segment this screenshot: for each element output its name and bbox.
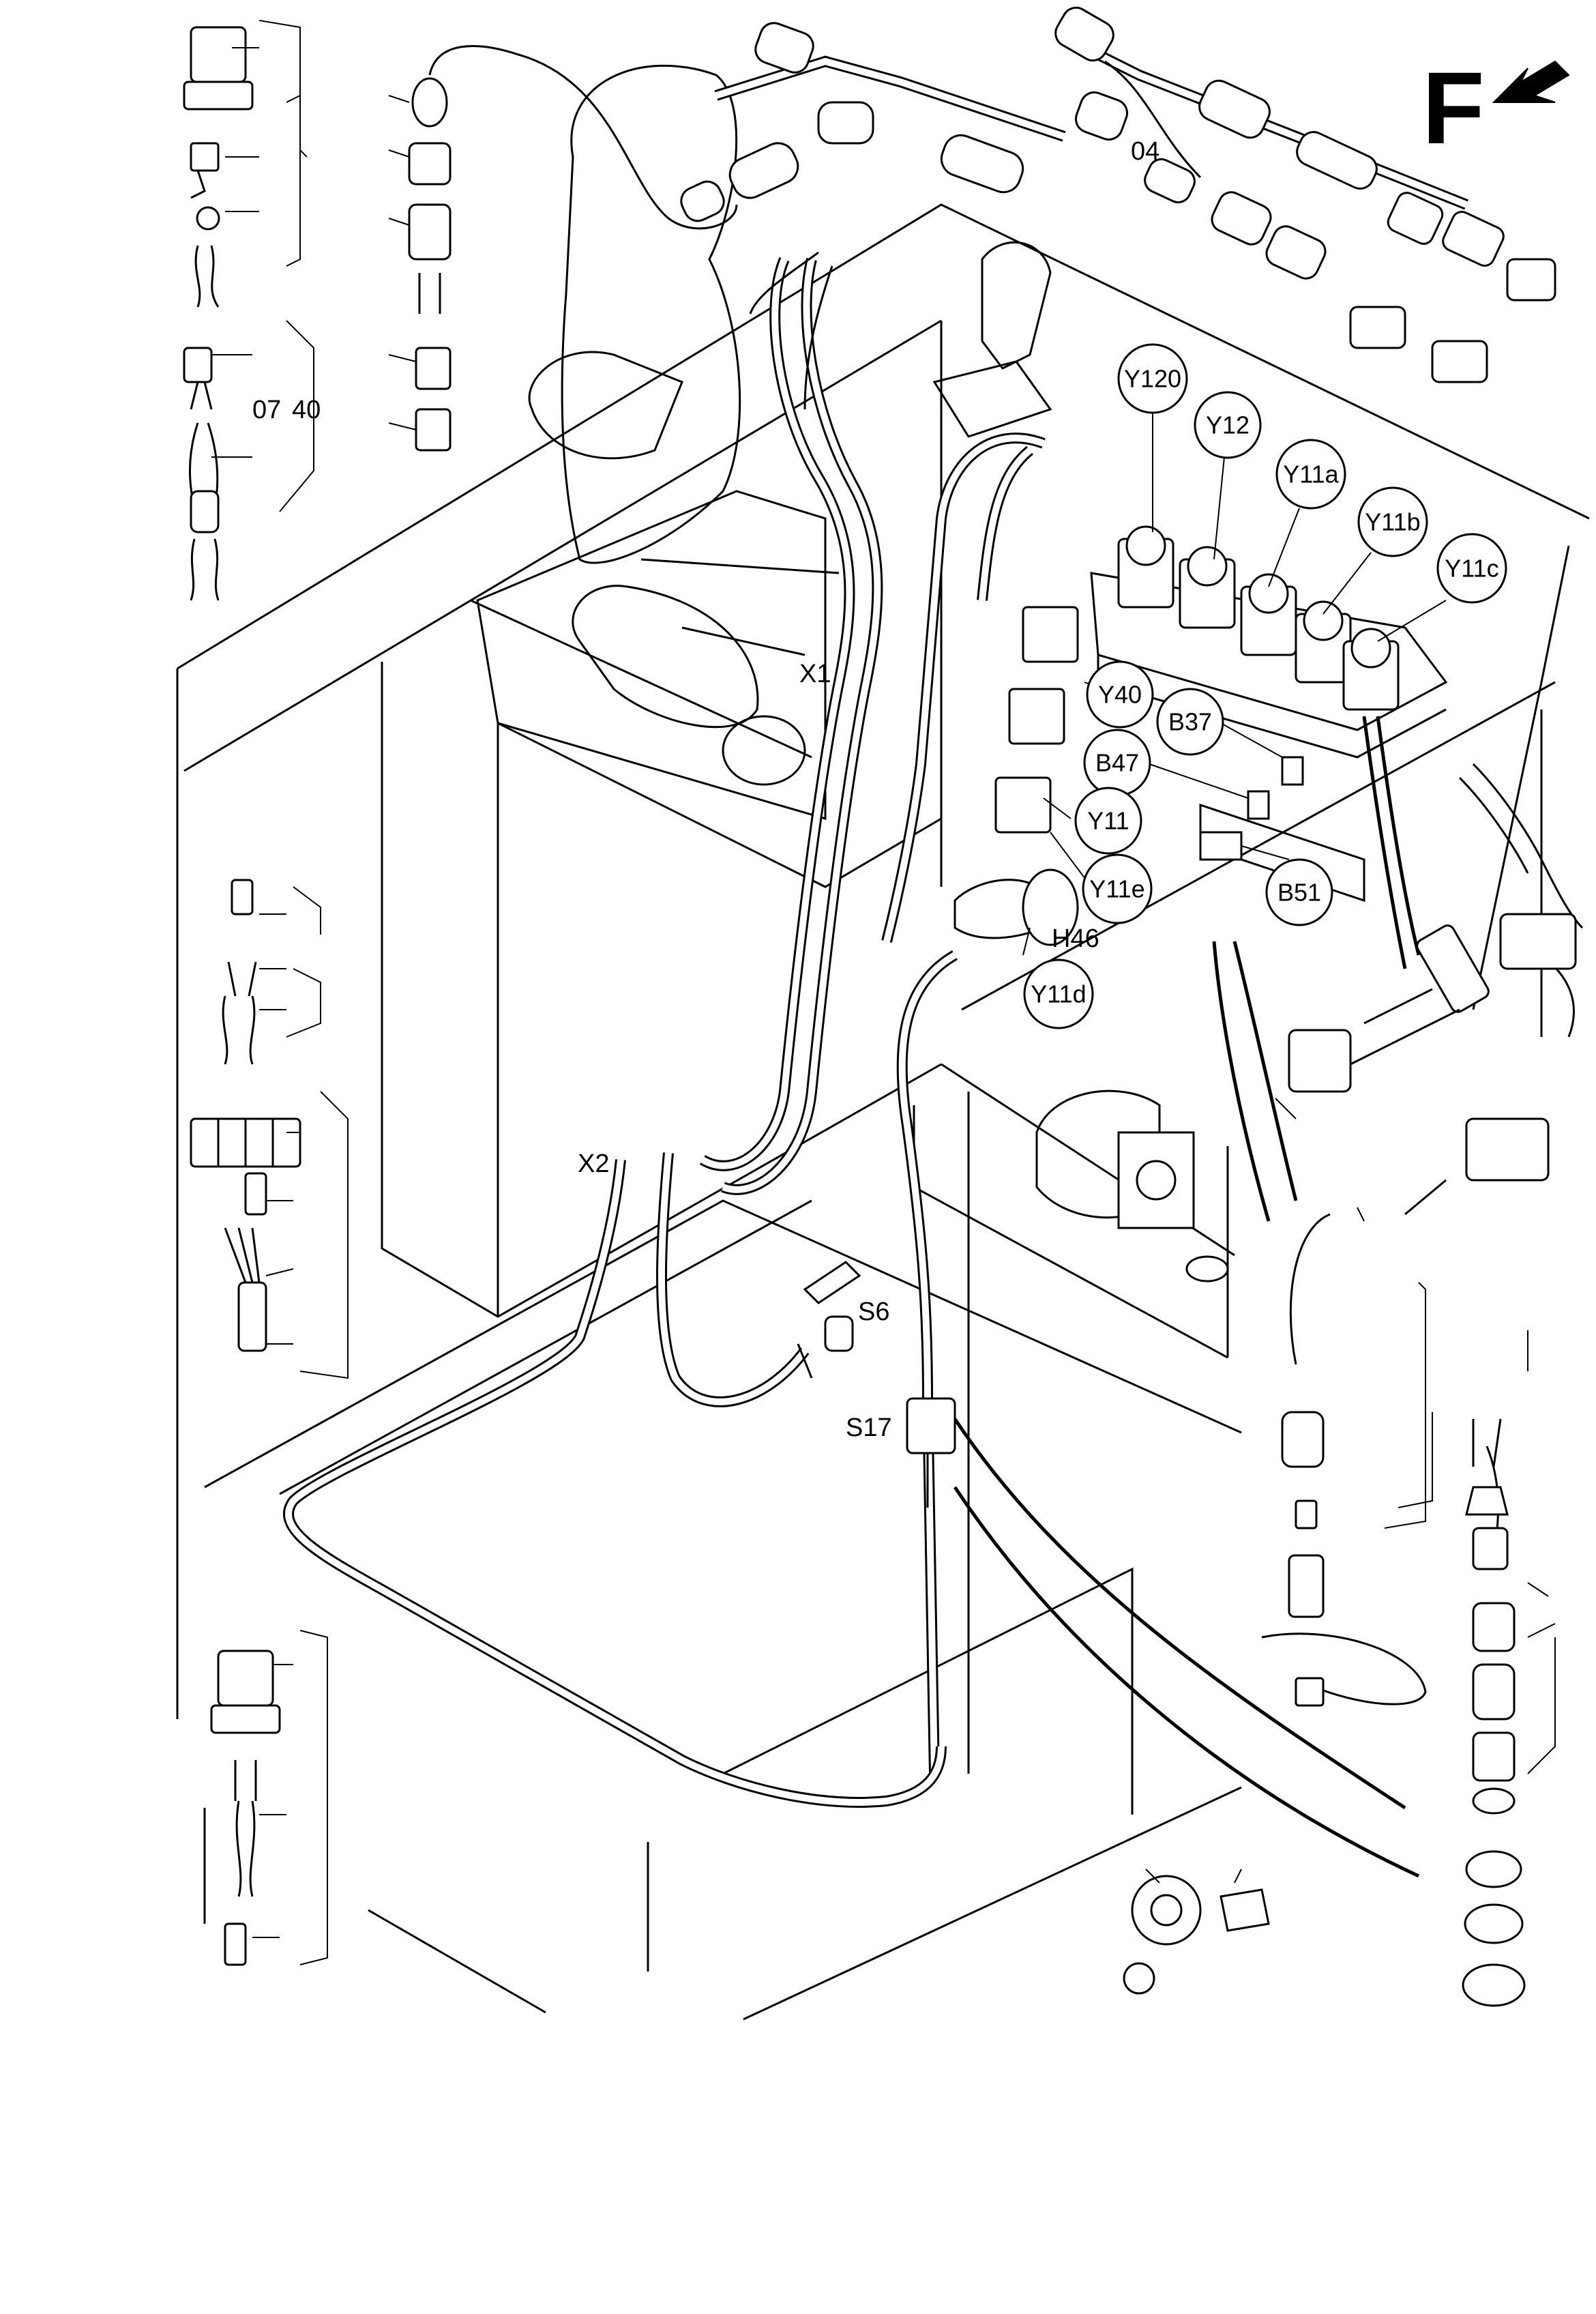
label-h46: H46: [1052, 924, 1099, 953]
solenoid-y11a: [1240, 573, 1297, 656]
label-y120: Y120: [1124, 365, 1181, 393]
sensor-b37: [1281, 756, 1304, 786]
callout-y11c: Y11c: [1377, 533, 1507, 642]
solenoid-y11c: [1342, 628, 1400, 711]
operator-seat: [476, 64, 840, 820]
orientation-mark: F: [1422, 50, 1485, 165]
solenoid-y11e: [994, 776, 1052, 834]
cab-frame: [176, 203, 1590, 2021]
orientation-arrow-icon: [1492, 60, 1570, 103]
label-y11e: Y11e: [1089, 875, 1144, 903]
label-y11: Y11: [1087, 807, 1129, 835]
kit-top-left: [183, 20, 314, 601]
label-b51: B51: [1277, 879, 1321, 907]
label-y11c: Y11c: [1445, 555, 1498, 583]
callout-y12: Y12: [1194, 391, 1262, 560]
callout-y11d: Y11d: [1022, 927, 1094, 1029]
label-s6: S6: [858, 1298, 889, 1326]
callouts: Y120 Y12 Y11a Y11b Y11c Y40: [1022, 343, 1507, 1029]
label-item-04: 04: [1131, 137, 1159, 166]
label-x2: X2: [578, 1149, 609, 1178]
label-y12: Y12: [1206, 411, 1250, 439]
callout-b51: B51: [1241, 845, 1333, 926]
wire-harness: [283, 60, 1575, 1878]
top-hose-fittings: [680, 6, 1556, 383]
label-y11a: Y11a: [1283, 460, 1339, 488]
label-s17: S17: [846, 1414, 892, 1442]
label-y40: Y40: [1098, 681, 1142, 709]
sensor-b51: [1199, 831, 1243, 861]
kit-connectors-left: [388, 45, 738, 452]
label-item-40: 40: [292, 396, 321, 424]
label-item-07: 07: [252, 396, 281, 424]
label-b37: B37: [1168, 708, 1212, 736]
kit-bottom-left: [210, 1630, 328, 1966]
switch-s17: [906, 1397, 956, 1508]
callout-y40: Y40: [1084, 660, 1154, 729]
accumulator: [1035, 1089, 1229, 1283]
callout-y11e: Y11e: [1050, 832, 1153, 924]
callout-y11b: Y11b: [1322, 486, 1428, 615]
solenoid-y40: [1022, 606, 1079, 663]
solenoid-y120: [1117, 525, 1174, 609]
sensor-b47: [1247, 790, 1270, 820]
label-b47: B47: [1095, 749, 1139, 777]
callout-y11a: Y11a: [1268, 439, 1346, 587]
clamp-kit-bottom: [1123, 1869, 1270, 1995]
label-y11b: Y11b: [1365, 508, 1420, 536]
label-x1: X1: [799, 660, 831, 688]
item-labels: F 04 07 40 X1 X2 H46 S6 S17: [252, 50, 1485, 1442]
callout-y120: Y120: [1117, 343, 1188, 532]
switch-s6: [797, 1261, 861, 1379]
callout-y11: Y11: [1043, 787, 1142, 855]
callout-b47: B47: [1083, 729, 1249, 799]
label-y11d: Y11d: [1031, 980, 1086, 1008]
solenoid-y12: [1179, 546, 1236, 629]
valve-block: [954, 525, 1448, 946]
callout-b37: B37: [1156, 688, 1283, 758]
kit-mid-left: [190, 879, 349, 1379]
solenoid-y11: [1008, 688, 1065, 745]
kit-right: [1261, 763, 1584, 2007]
